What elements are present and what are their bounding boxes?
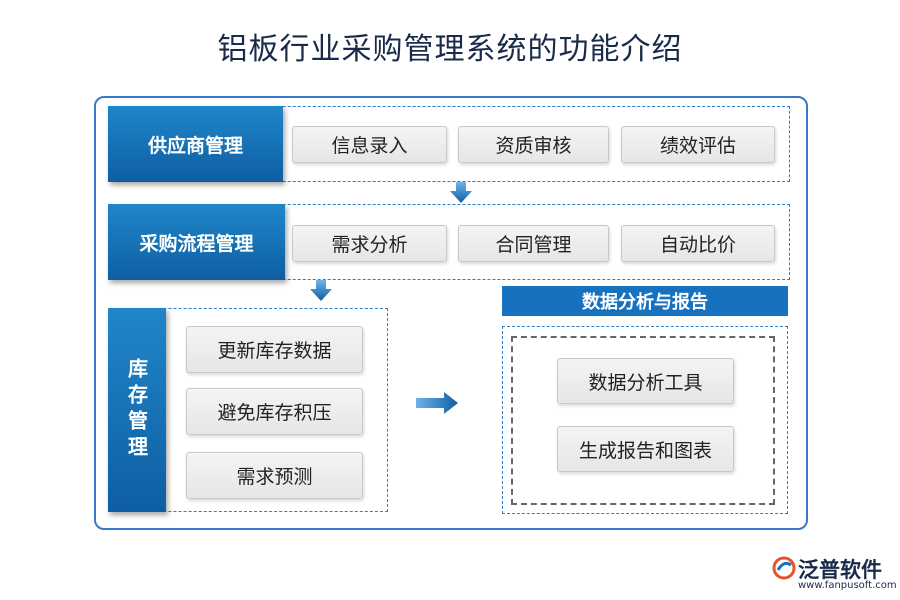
brand-logo-url: www.fanpusoft.com	[798, 580, 897, 591]
supplier-item-performance-evaluation[interactable]: 绩效评估	[621, 126, 775, 163]
inventory-item-demand-forecast[interactable]: 需求预测	[186, 452, 363, 499]
supplier-item-qualification-review[interactable]: 资质审核	[458, 126, 609, 163]
inventory-label: 库存管理	[108, 308, 166, 512]
report-item-generate-charts[interactable]: 生成报告和图表	[557, 426, 734, 472]
brand-logo-name: 泛普软件	[798, 558, 882, 582]
report-inner-block	[511, 336, 775, 505]
inventory-item-update-data[interactable]: 更新库存数据	[186, 326, 363, 373]
inventory-item-avoid-overstock[interactable]: 避免库存积压	[186, 388, 363, 435]
page-title: 铝板行业采购管理系统的功能介绍	[217, 32, 683, 67]
procurement-item-demand-analysis[interactable]: 需求分析	[292, 225, 447, 262]
supplier-item-info-entry[interactable]: 信息录入	[292, 126, 447, 163]
brand-logo: 泛普软件 www.fanpusoft.com	[772, 554, 897, 594]
procurement-item-contract-management[interactable]: 合同管理	[458, 225, 609, 262]
report-label: 数据分析与报告	[502, 286, 788, 316]
arrow-down-icon	[450, 182, 472, 203]
report-item-analysis-tools[interactable]: 数据分析工具	[557, 358, 734, 404]
procurement-label: 采购流程管理	[108, 204, 285, 280]
arrow-right-icon	[416, 392, 458, 414]
arrow-down-icon	[310, 280, 332, 301]
outer-frame	[94, 96, 808, 530]
report-block	[502, 326, 788, 514]
brand-logo-icon	[772, 556, 796, 580]
supplier-label: 供应商管理	[108, 106, 283, 182]
procurement-item-auto-price-compare[interactable]: 自动比价	[621, 225, 775, 262]
